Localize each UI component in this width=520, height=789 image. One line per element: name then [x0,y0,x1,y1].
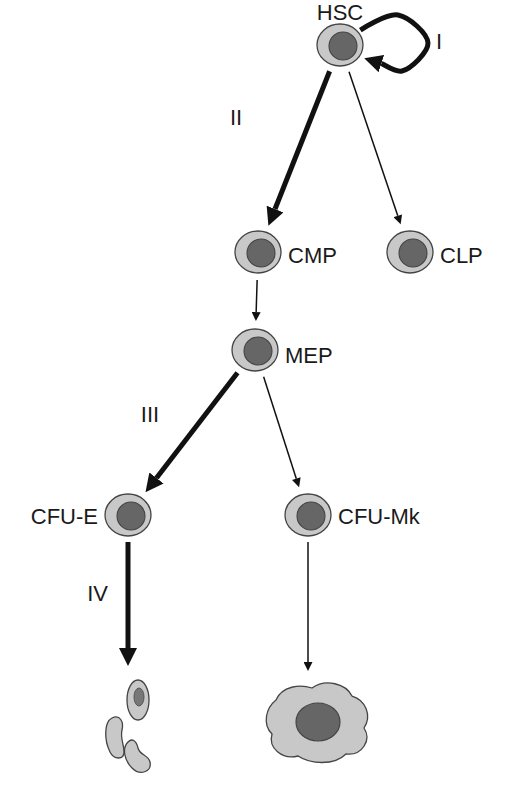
step-numeral: II [230,107,242,129]
progenitor-cell: CMP [234,230,282,274]
cell-icon [386,230,434,274]
lineage-arrow [349,72,398,216]
cell-label: HSC [317,2,363,24]
cell-nucleus [244,337,272,365]
progenitor-cell: CLP [386,230,434,274]
differentiation-arrow [126,542,131,648]
cell-nucleus [399,239,427,267]
step-numeral: III [141,404,159,426]
red-blood-cell [106,717,124,758]
progenitor-cell: MEP [231,328,279,372]
cell-icon [234,230,282,274]
cell-icon [104,493,152,537]
lineage-arrow [275,71,330,209]
cell-body [285,494,331,536]
cell-label: CMP [288,245,337,267]
erythroblast-cell [127,680,149,720]
cell-body [105,494,151,536]
differentiation-arrow [307,542,309,662]
lineage-arrow [156,373,237,478]
cell-body [387,231,433,273]
cell-label: MEP [285,345,333,367]
cell-label: CFU-E [31,506,98,528]
cell-nucleus [117,502,145,530]
cell-body [235,231,281,273]
lineage-arrow [360,15,428,71]
progenitor-cell: CFU-E [104,493,152,537]
cell-label: CLP [440,245,483,267]
cell-body [232,329,278,371]
progenitor-cell: HSC [316,23,364,67]
progenitor-cell: CFU-Mk [284,493,332,537]
cell-nucleus [329,32,357,60]
cell-nucleus [247,239,275,267]
megakaryocyte-cell [266,683,367,763]
lineage-arrow [264,377,297,479]
cell-icon [316,23,364,67]
cell-icon [231,328,279,372]
step-numeral: I [436,31,442,53]
cell-nucleus [296,703,340,741]
cell-nucleus [297,502,325,530]
cell-body [317,24,363,66]
cell-icon [284,493,332,537]
step-numeral: IV [87,583,108,605]
red-blood-cell [125,740,151,772]
lineage-arrow [255,280,257,312]
cell-nucleus [134,688,144,706]
cell-label: CFU-Mk [338,506,420,528]
